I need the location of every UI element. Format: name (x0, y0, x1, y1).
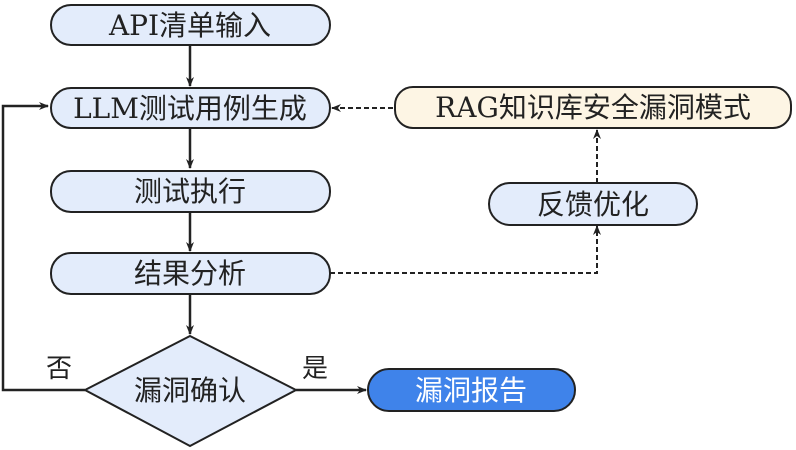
node-vuln-report: 漏洞报告 (367, 368, 576, 412)
node-feedback-opt-label: 反馈优化 (537, 188, 649, 221)
node-vuln-confirm-label: 漏洞确认 (134, 374, 246, 407)
node-llm-gen: LLM测试用例生成 (50, 87, 331, 129)
node-result-analysis: 结果分析 (50, 252, 331, 295)
node-rag-kb-label: RAG知识库安全漏洞模式 (435, 91, 751, 124)
node-rag-kb: RAG知识库安全漏洞模式 (394, 86, 792, 129)
edge-label-yes: 是 (302, 354, 328, 384)
node-test-exec: 测试执行 (50, 170, 331, 213)
node-api-input-label: API清单输入 (108, 9, 271, 42)
node-test-exec-label: 测试执行 (134, 175, 246, 208)
edges (1, 45, 601, 394)
node-vuln-confirm: 漏洞确认 (82, 334, 299, 448)
node-api-input: API清单输入 (50, 4, 331, 46)
node-feedback-opt: 反馈优化 (488, 182, 698, 226)
edge-analysis-to-feedback (330, 225, 601, 274)
node-llm-gen-label: LLM测试用例生成 (73, 92, 307, 125)
edge-label-no: 否 (46, 354, 72, 384)
node-vuln-report-label: 漏洞报告 (415, 374, 527, 407)
node-result-analysis-label: 结果分析 (134, 257, 246, 290)
edge-confirm-no-loop (1, 102, 85, 392)
